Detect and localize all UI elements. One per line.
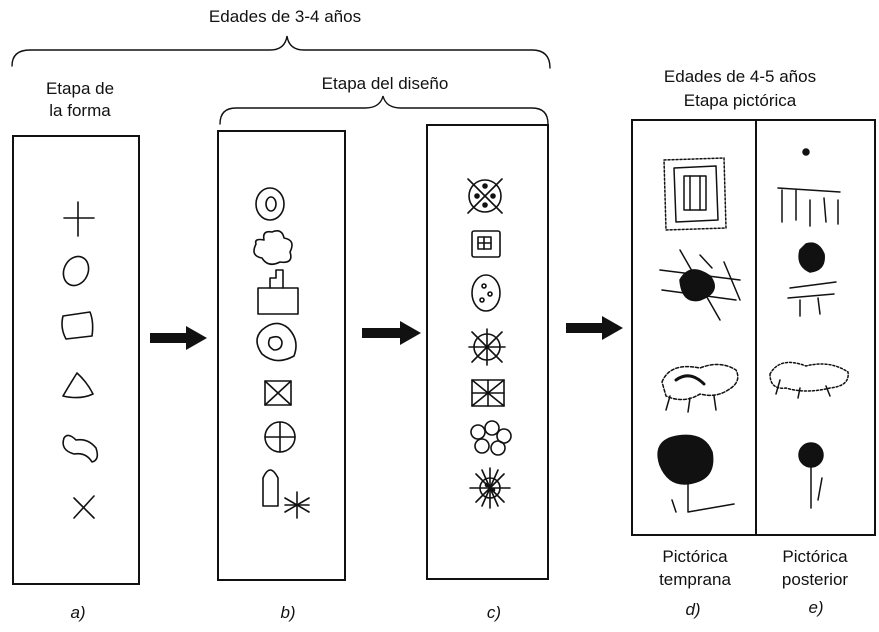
- late-pictorial-line1: Pictórica: [782, 547, 848, 566]
- lobed-blob-shape: [253, 230, 293, 266]
- oval-shape: [62, 255, 90, 287]
- triangle-shape: [62, 372, 94, 399]
- radial-sun-shape: [469, 467, 511, 509]
- scribble-figure-drawing: [659, 249, 741, 321]
- blob-in-blob-shape: [256, 322, 297, 362]
- square-in-square-shape: [471, 230, 501, 258]
- concentric-oval-shape: [255, 187, 285, 221]
- sun-star-shape: [468, 328, 506, 366]
- tower-shape: [257, 269, 299, 315]
- x-shape: [73, 495, 95, 519]
- late-pictorial-line2: posterior: [781, 570, 849, 589]
- circled-x-dots-shape: [467, 178, 503, 214]
- arrow-c-to-d: [566, 316, 623, 340]
- panel-d-e-divider: [755, 119, 757, 536]
- age-3-4-title: Edades de 3-4 años: [208, 7, 362, 26]
- pictorial-stage-title: Etapa pictórica: [683, 91, 797, 110]
- fence-drawing: [777, 148, 841, 227]
- panel-d-e-frame: [631, 119, 876, 536]
- age-4-5-title: Edades de 4-5 años: [663, 67, 817, 86]
- arrow-a-to-b: [150, 326, 207, 350]
- caption-d: d): [685, 600, 701, 619]
- panel-c: [426, 124, 549, 580]
- blob-shape: [62, 434, 99, 463]
- panel-b: [217, 130, 346, 581]
- caption-c: c): [486, 603, 502, 622]
- design-stage-bracket: [219, 95, 549, 125]
- early-pictorial-line1: Pictórica: [662, 547, 728, 566]
- form-stage-title-line1: Etapa de: [45, 79, 115, 98]
- square-shape: [61, 311, 94, 340]
- person-drawing: [787, 242, 837, 317]
- caption-b: b): [280, 603, 296, 622]
- oval-dots-shape: [471, 274, 501, 312]
- caption-a: a): [70, 603, 86, 622]
- building-drawing: [663, 157, 727, 231]
- boxed-star-shape: [471, 379, 505, 407]
- tree-drawing-d: [657, 434, 735, 513]
- age-3-4-bracket: [11, 35, 551, 69]
- early-pictorial-line2: temprana: [659, 570, 731, 589]
- flower-drawing-e: [798, 442, 824, 509]
- animal-drawing-d: [661, 363, 739, 413]
- arrow-b-to-c: [362, 321, 421, 345]
- caption-e: e): [808, 598, 824, 617]
- flower-shape: [470, 420, 512, 456]
- panel-a: [12, 135, 140, 585]
- design-stage-title: Etapa del diseño: [321, 74, 449, 93]
- rocket-star-shape: [262, 469, 310, 519]
- form-stage-title-line2: la forma: [49, 101, 111, 120]
- animal-drawing-e: [769, 361, 849, 399]
- cross-shape: [63, 201, 95, 237]
- circled-cross-shape: [264, 421, 296, 453]
- boxed-x-shape: [264, 380, 292, 406]
